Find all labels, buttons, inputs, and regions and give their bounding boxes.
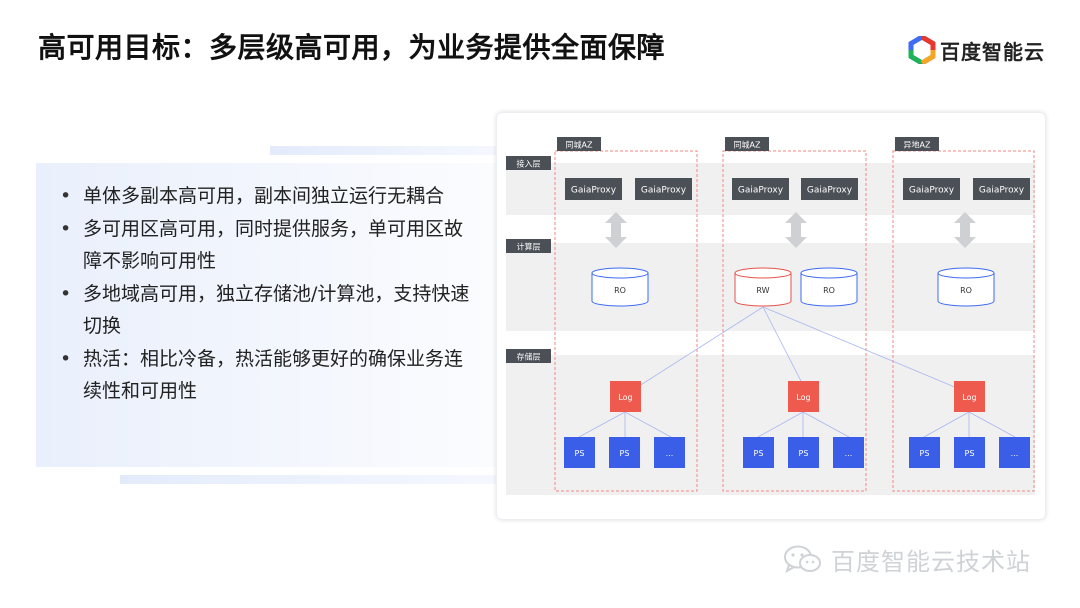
logo-text: 百度智能云 xyxy=(940,39,1045,64)
proxy-box xyxy=(801,178,858,200)
compute-node-ro-3: RO xyxy=(937,267,995,307)
ps-label: PS xyxy=(575,449,585,458)
architecture-diagram-card: 接入层 计算层 存储层 同城AZ 同城AZ 异地AZ GaiaProxy Gai… xyxy=(496,112,1046,520)
watermark: 百度智能云技术站 xyxy=(783,542,1031,577)
bullet-item: 多地域高可用，独立存储池/计算池，支持快速切换 xyxy=(58,278,478,343)
log-box xyxy=(788,381,819,412)
proxy-group-3: GaiaProxy GaiaProxy xyxy=(903,178,1030,200)
watermark-text: 百度智能云技术站 xyxy=(831,548,1031,576)
bullet-item: 单体多副本高可用，副本间独立运行无耦合 xyxy=(58,180,478,213)
ps-label: PS xyxy=(620,449,630,458)
zone-label-3: 异地AZ xyxy=(904,140,931,150)
architecture-diagram: 接入层 计算层 存储层 同城AZ 同城AZ 异地AZ GaiaProxy Gai… xyxy=(506,137,1035,495)
log-box xyxy=(954,381,985,412)
ps-box xyxy=(999,437,1030,468)
ps-box xyxy=(743,437,774,468)
ps-box xyxy=(609,437,640,468)
layer-label-storage: 存储层 xyxy=(517,352,541,362)
compute-node-rw: RW xyxy=(734,267,792,307)
proxy-group-1: GaiaProxy GaiaProxy xyxy=(565,178,692,200)
bullet-list: 单体多副本高可用，副本间独立运行无耦合 多可用区高可用，同时提供服务，单可用区故… xyxy=(58,180,478,408)
ps-label: PS xyxy=(965,449,975,458)
zone-box-1 xyxy=(554,150,698,492)
proxy-box xyxy=(732,178,789,200)
log-label: Log xyxy=(796,393,810,402)
replication-lines xyxy=(624,306,970,396)
zone-label-bg xyxy=(895,137,939,151)
double-arrow-icon xyxy=(785,212,807,248)
layer-label-access: 接入层 xyxy=(517,159,541,169)
ps-label: PS xyxy=(799,449,809,458)
ps-box xyxy=(564,437,595,468)
wechat-icon xyxy=(784,545,821,573)
decor-bar-top xyxy=(270,146,500,155)
ps-label: ... xyxy=(666,449,674,458)
band-storage xyxy=(506,355,1035,495)
proxy-label: GaiaProxy xyxy=(738,186,784,196)
compute-label: RO xyxy=(823,286,835,295)
proxy-label: GaiaProxy xyxy=(909,186,955,196)
ps-box xyxy=(654,437,685,468)
zone-box-3 xyxy=(892,150,1035,492)
double-arrow-icon xyxy=(954,212,976,248)
layer-label-bg xyxy=(506,239,551,253)
log-box xyxy=(610,381,641,412)
compute-label: RW xyxy=(756,286,769,295)
bullet-item: 多可用区高可用，同时提供服务，单可用区故障不影响可用性 xyxy=(58,213,478,278)
proxy-label: GaiaProxy xyxy=(807,186,853,196)
proxy-box xyxy=(973,178,1030,200)
compute-node-ro-1: RO xyxy=(591,267,649,307)
decor-bar-bottom xyxy=(120,475,500,484)
double-arrow-icon xyxy=(605,212,627,248)
zone-label-2: 同城AZ xyxy=(734,141,761,150)
zone-label-bg xyxy=(725,137,769,151)
ps-box xyxy=(954,437,985,468)
compute-label: RO xyxy=(614,286,626,295)
bullet-item: 热活：相比冷备，热活能够更好的确保业务连续性和可用性 xyxy=(58,343,478,408)
ps-label: ... xyxy=(845,449,853,458)
log-to-ps-lines xyxy=(578,411,1016,438)
layer-label-bg xyxy=(506,349,551,363)
log-label: Log xyxy=(618,393,632,402)
layer-label-compute: 计算层 xyxy=(517,242,541,252)
proxy-group-2: GaiaProxy GaiaProxy xyxy=(732,178,858,200)
proxy-label: GaiaProxy xyxy=(979,186,1025,196)
layer-label-bg xyxy=(506,156,551,170)
proxy-label: GaiaProxy xyxy=(571,186,617,196)
proxy-box xyxy=(903,178,960,200)
slide-title: 高可用目标：多层级高可用，为业务提供全面保障 xyxy=(38,31,666,64)
proxy-box xyxy=(635,178,692,200)
log-label: Log xyxy=(962,393,976,402)
compute-node-ro-2: RO xyxy=(800,267,858,307)
proxy-label: GaiaProxy xyxy=(641,186,687,196)
ps-box xyxy=(788,437,819,468)
ps-label: PS xyxy=(754,449,764,458)
ps-label: ... xyxy=(1011,449,1019,458)
ps-box xyxy=(833,437,864,468)
brand-logo: 百度智能云 xyxy=(908,34,1045,66)
proxy-box xyxy=(565,178,622,200)
ps-box xyxy=(909,437,940,468)
zone-label-bg xyxy=(557,137,601,151)
ps-label: PS xyxy=(920,449,930,458)
zone-label-1: 同城AZ xyxy=(566,141,593,150)
zone-box-2 xyxy=(722,150,867,492)
baidu-cloud-logo-icon xyxy=(908,36,936,64)
compute-label: RO xyxy=(960,286,972,295)
